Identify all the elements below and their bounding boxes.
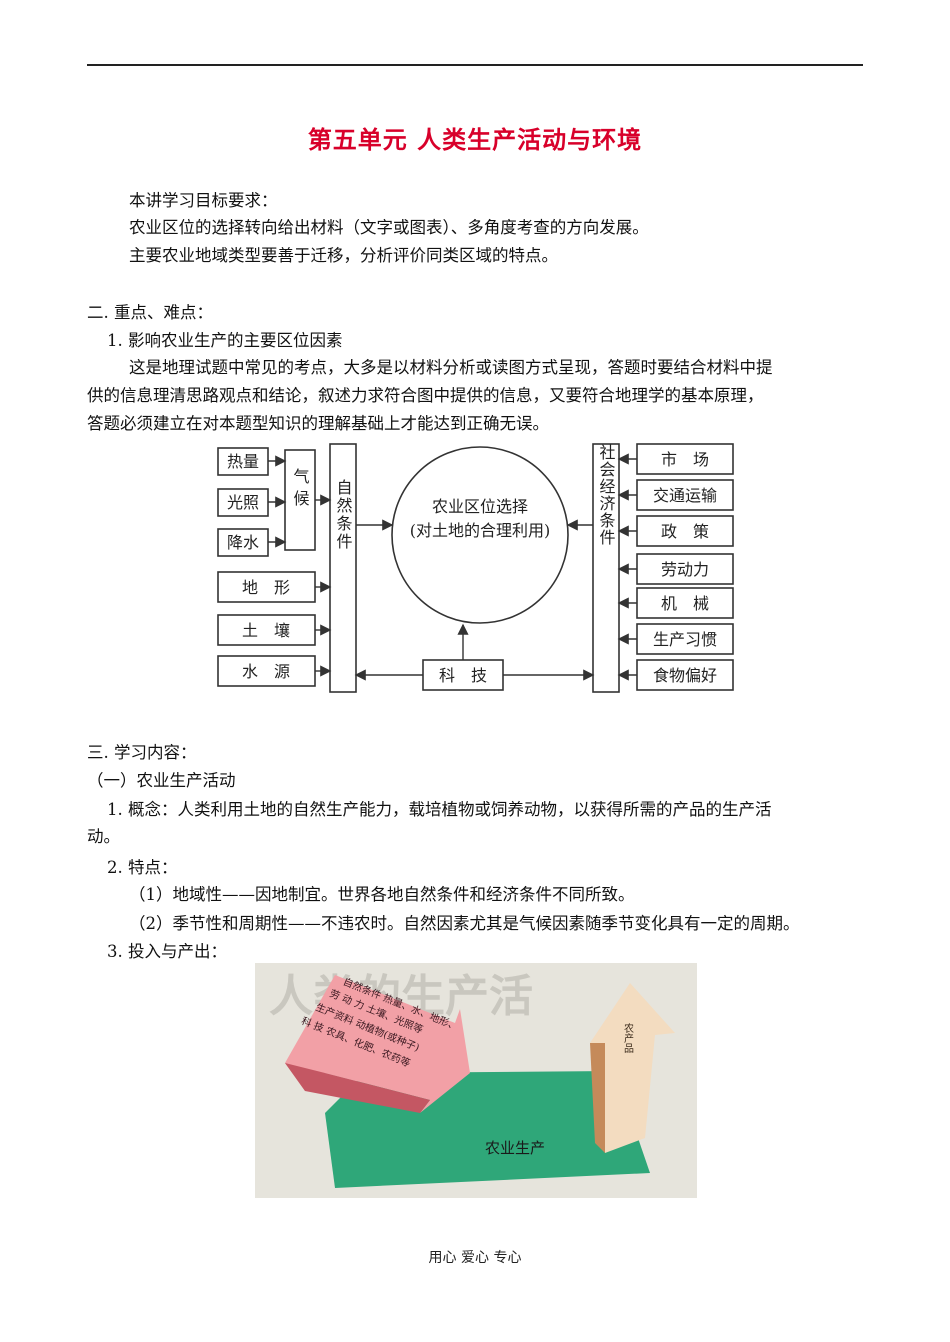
label-light: 光照 bbox=[227, 493, 259, 512]
section2-item1-title: 1. 影响农业生产的主要区位因素 bbox=[107, 331, 343, 350]
concept-line-2: 动。 bbox=[87, 827, 120, 846]
center-label: 农业生产 bbox=[485, 1139, 545, 1157]
label-labor: 劳动力 bbox=[661, 560, 709, 579]
input-arrow bbox=[285, 975, 470, 1113]
io-title: 3. 投入与产出： bbox=[107, 942, 227, 961]
feature-1: （1）地域性——因地制宜。世界各地自然条件和经济条件不同所致。 bbox=[129, 885, 635, 904]
label-habits: 生产习惯 bbox=[653, 630, 717, 649]
intro-line-2: 主要农业地域类型要善于迁移，分析评价同类区域的特点。 bbox=[129, 246, 558, 265]
label-natural: 自然条件 bbox=[334, 479, 353, 551]
concept-line-1: 1. 概念：人类利用土地的自然生产能力，载培植物或饲养动物，以获得所需的产品的生… bbox=[107, 800, 772, 819]
label-soil: 土 壤 bbox=[242, 621, 290, 640]
box-natural bbox=[329, 443, 357, 693]
location-factors-diagram: 热量 光照 降水 地 形 土 壤 水 源 气候 自然条件 社会经济条件 农业区位… bbox=[217, 443, 734, 693]
label-food-pref: 食物偏好 bbox=[653, 666, 717, 685]
label-market: 市 场 bbox=[661, 450, 709, 469]
section2-para-line-3: 答题必须建立在对本题型知识的理解基础上才能达到正确无误。 bbox=[87, 414, 549, 433]
label-terrain: 地 形 bbox=[242, 578, 290, 597]
center-line-2: (对土地的合理利用) bbox=[410, 521, 551, 540]
label-machinery: 机 械 bbox=[661, 594, 709, 613]
section2-para-line-2: 供的信息理清思路观点和结论，叙述力求符合图中提供的信息，又要符合地理学的基本原理… bbox=[87, 386, 764, 405]
section2-para-line-1: 这是地理试题中常见的考点，大多是以材料分析或读图方式呈现，答题时要结合材料中提 bbox=[129, 358, 773, 377]
center-line-1: 农业区位选择 bbox=[432, 497, 528, 516]
output-arrow bbox=[590, 983, 675, 1153]
section3-heading: 三. 学习内容： bbox=[87, 743, 197, 762]
label-climate: 气候 bbox=[291, 468, 310, 512]
label-transport: 交通运输 bbox=[653, 486, 717, 505]
label-policy: 政 策 bbox=[661, 522, 709, 541]
section3-sub1: （一）农业生产活动 bbox=[87, 771, 236, 790]
page-title: 第五单元 人类生产活动与环境 bbox=[307, 125, 643, 154]
label-precip: 降水 bbox=[227, 533, 259, 552]
intro-heading: 本讲学习目标要求： bbox=[129, 191, 278, 210]
center-circle bbox=[391, 446, 569, 624]
intro-line-1: 农业区位的选择转向给出材料（文字或图表）、多角度考查的方向发展。 bbox=[129, 218, 649, 237]
label-water: 水 源 bbox=[242, 662, 290, 681]
label-social: 社会经济条件 bbox=[597, 444, 616, 546]
feature-2: （2）季节性和周期性——不违农时。自然因素尤其是气候因素随季节变化具有一定的周期… bbox=[129, 914, 800, 933]
output-label: 农产品 bbox=[622, 1022, 634, 1054]
top-rule bbox=[87, 64, 863, 66]
section2-heading: 二. 重点、难点： bbox=[87, 303, 213, 322]
input-output-illustration: 人类的生产活 自然条件 热量、水、地形、 劳 动 力 土壤、光照等 生产资料 动… bbox=[255, 963, 697, 1198]
label-tech: 科 技 bbox=[439, 666, 487, 685]
features-title: 2. 特点： bbox=[107, 858, 178, 877]
label-heat: 热量 bbox=[227, 452, 259, 471]
footer-motto: 用心 爱心 专心 bbox=[428, 1250, 522, 1266]
